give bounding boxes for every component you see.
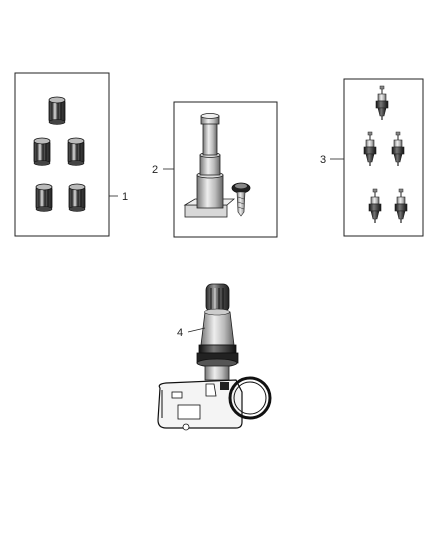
valve-core-set: 3	[320, 78, 424, 237]
cap-set-frame	[14, 72, 110, 237]
valve-cap	[48, 96, 66, 125]
stem-kit-frame	[173, 101, 278, 238]
callout-2: 2	[152, 164, 158, 176]
valve-cap	[68, 183, 86, 212]
valve-core	[368, 188, 382, 224]
callout-1: 1	[122, 191, 128, 203]
valve-cap	[67, 137, 85, 166]
tpms-sensor: 4	[157, 283, 272, 431]
valve-core	[363, 131, 377, 167]
sensor-body	[157, 379, 243, 431]
sensor-clip-ring	[228, 376, 272, 420]
core-set-frame	[343, 78, 424, 237]
callout-4: 4	[177, 327, 183, 339]
valve-core	[375, 85, 389, 121]
valve-cap	[33, 137, 51, 166]
sensor-valve-stem	[196, 283, 239, 381]
valve-cap-set: 1	[14, 72, 128, 237]
mounting-screw	[231, 182, 251, 217]
callout-leader-4	[187, 327, 206, 333]
callout-3: 3	[320, 154, 326, 166]
valve-stem	[183, 113, 236, 218]
valve-core	[391, 131, 405, 167]
valve-core	[394, 188, 408, 224]
valve-cap	[35, 183, 53, 212]
valve-stem-kit: 2	[152, 101, 278, 238]
